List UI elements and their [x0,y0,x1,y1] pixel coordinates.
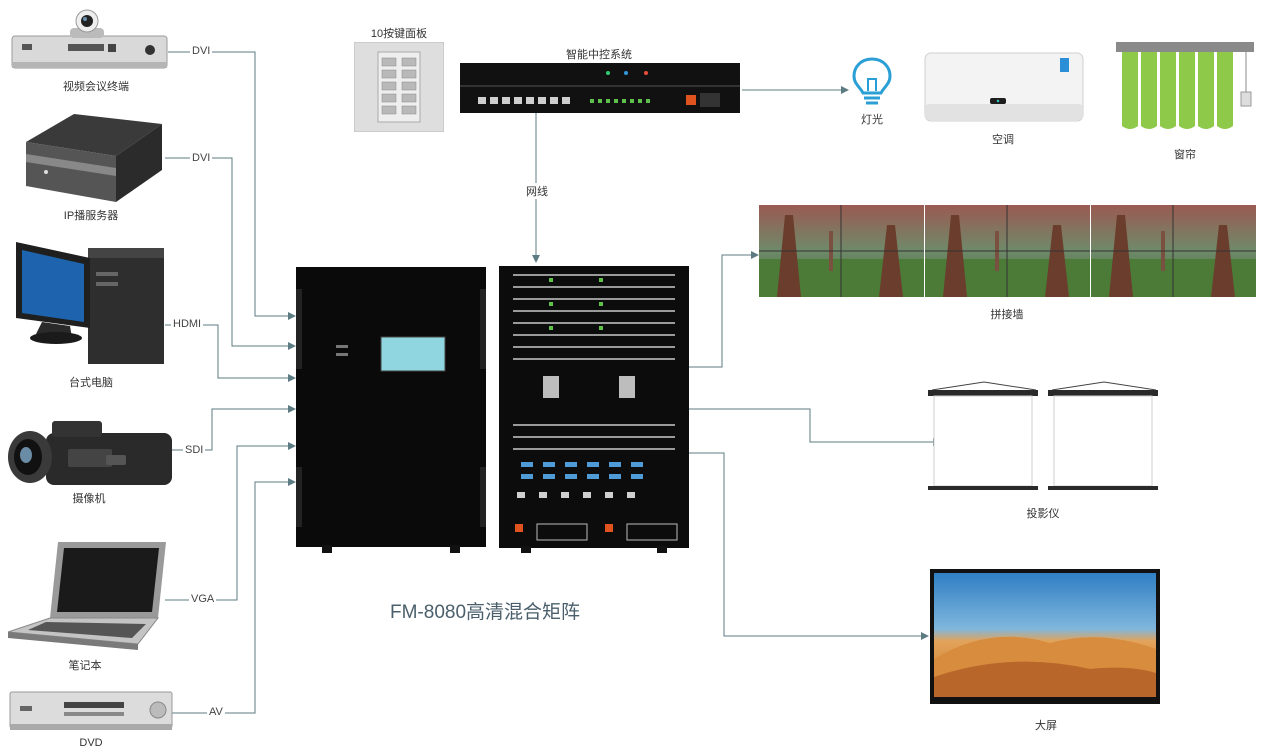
source-label-desktop: 台式电脑 [69,377,113,389]
curtain-icon [1116,42,1254,129]
big-screen-icon [930,569,1160,704]
source-label-video-conference: 视频会议终端 [63,81,129,93]
dvd-player-icon [9,691,173,730]
signal-label-vga: VGA [189,593,217,605]
matrix-title: FM-8080高清混合矩阵 [390,602,581,623]
desktop-computer-icon [16,242,164,364]
line-to-videowall [688,251,759,368]
network-cable-label: 网线 [524,183,550,199]
source-label-camera: 摄像机 [72,493,106,505]
device-label-curtain: 窗帘 [1174,149,1196,161]
panel-label: 10按键面板 [370,28,428,40]
button-panel-icon [354,42,444,132]
line-to-projector [688,408,941,446]
ip-server-icon [26,114,162,202]
light-bulb-icon [852,57,892,105]
video-wall-icon [759,205,1256,297]
air-conditioner-icon [924,52,1084,122]
output-label-big-screen: 大屏 [1035,720,1057,732]
signal-label-dvi-1: DVI [190,45,213,57]
signal-label-dvi-2: DVI [190,152,213,164]
control-system-icon [460,63,740,113]
source-label-laptop: 笔记本 [68,660,102,672]
source-label-dvd: DVD [79,737,103,749]
device-label-air-conditioner: 空调 [992,134,1014,146]
line-to-bigscreen [688,452,929,640]
output-label-projector: 投影仪 [1026,508,1060,520]
signal-label-hdmi: HDMI [171,318,204,330]
matrix-switcher-right-unit [499,266,689,553]
source-label-ip-server: IP播服务器 [63,210,119,222]
projector-screen-icon [928,381,1158,490]
matrix-switcher-left-unit [296,267,486,553]
video-conference-terminal-icon [11,9,168,69]
control-system-label: 智能中控系统 [566,49,632,61]
output-label-video-wall: 拼接墙 [990,309,1024,321]
signal-label-av: AV [207,706,225,718]
laptop-icon [7,542,166,650]
line-desktop [165,324,296,382]
device-label-light: 灯光 [861,114,883,126]
signal-label-sdi: SDI [183,444,206,456]
camera-icon [8,421,172,485]
line-laptop [165,442,296,601]
